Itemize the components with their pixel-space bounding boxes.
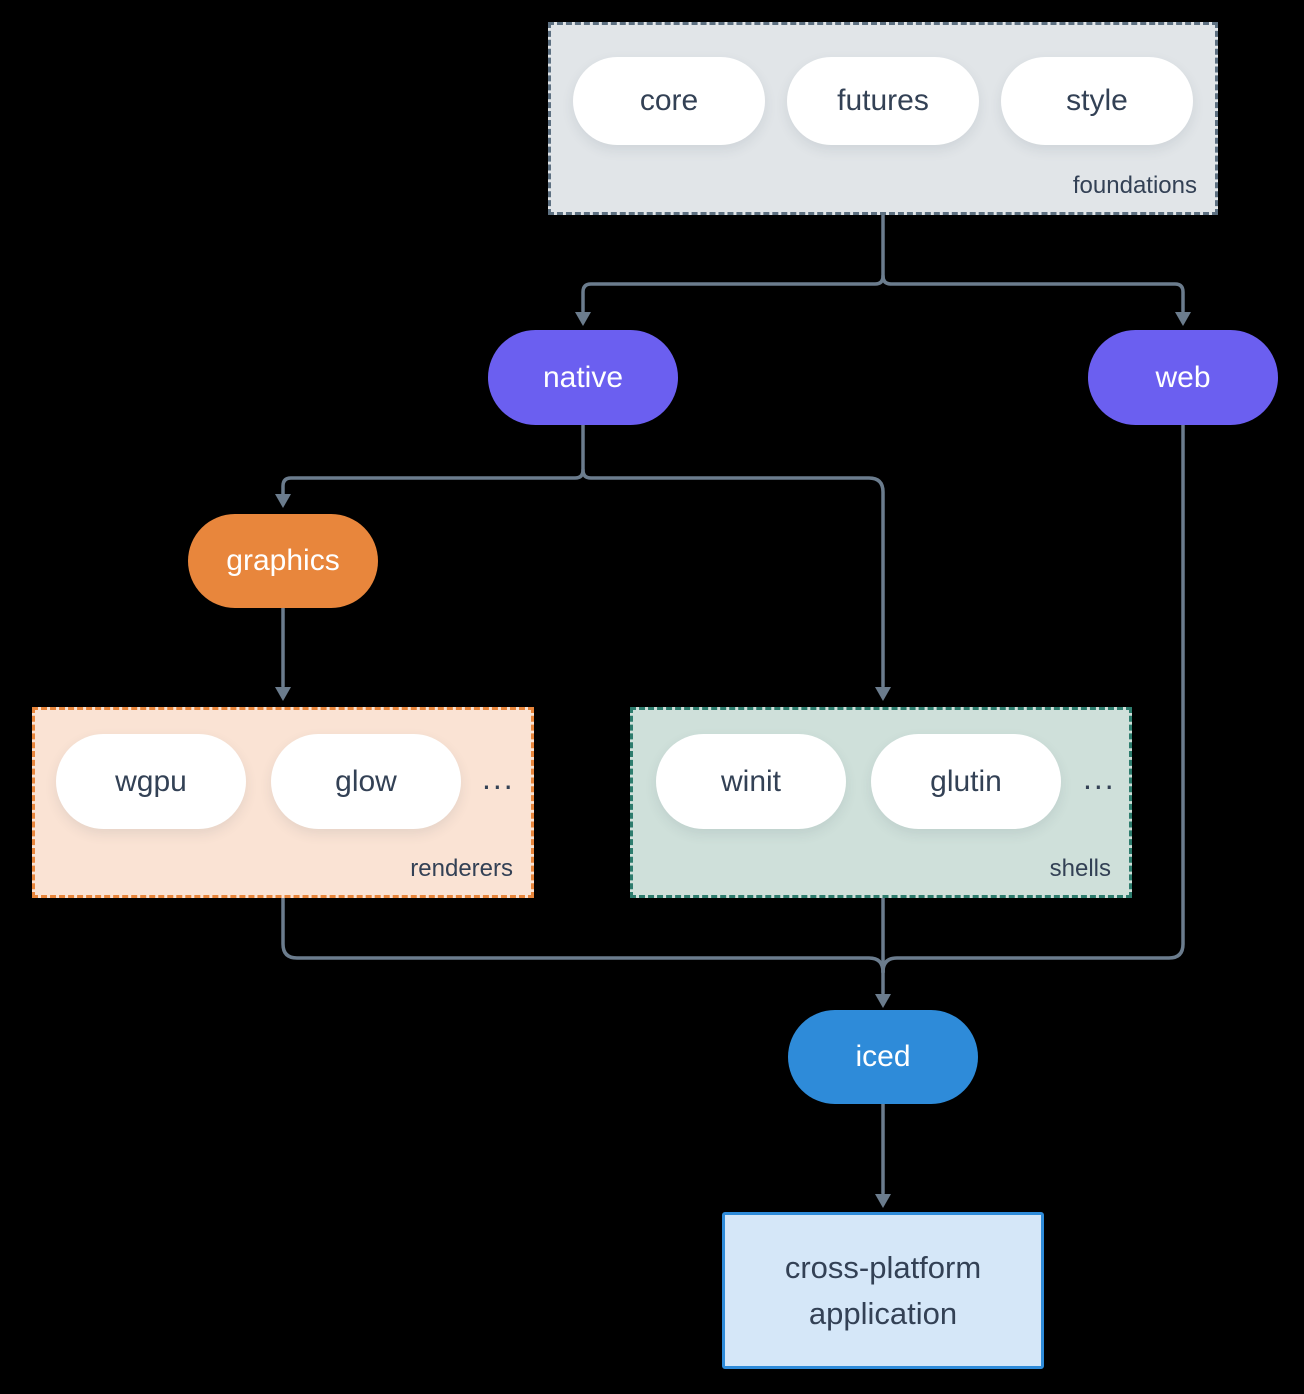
node-web: web	[1088, 330, 1278, 425]
renderers-group-label: renderers	[410, 855, 513, 882]
arrowhead-renderers	[275, 687, 291, 701]
arrowhead-native	[575, 312, 591, 326]
node-winit: winit	[656, 734, 846, 829]
edge-foundations-web	[881, 274, 1185, 313]
node-core: core	[573, 57, 765, 145]
edge-foundations-native	[581, 213, 885, 313]
renderers-group-box: wgpu glow ... renderers	[32, 707, 534, 898]
application-label-line2: application	[808, 1295, 958, 1331]
renderers-ellipsis: ...	[482, 760, 515, 796]
node-web-label: web	[1155, 360, 1211, 394]
node-futures: futures	[787, 57, 979, 145]
node-glutin: glutin	[871, 734, 1061, 829]
node-core-label: core	[639, 84, 699, 117]
node-graphics-label: graphics	[226, 544, 340, 577]
node-wgpu-label: wgpu	[115, 764, 187, 798]
shells-group-label: shells	[1049, 855, 1111, 882]
node-style-label: style	[1066, 84, 1128, 117]
arrowhead-web	[1175, 312, 1191, 326]
shells-group-box: winit glutin ... shells	[630, 707, 1132, 898]
arrowhead-application	[875, 1194, 891, 1208]
node-glutin-label: glutin	[930, 764, 1002, 798]
shells-ellipsis: ...	[1083, 760, 1116, 796]
node-iced-label: iced	[855, 1040, 911, 1073]
node-futures-label: futures	[837, 84, 929, 117]
arrowhead-iced	[875, 994, 891, 1008]
node-native-label: native	[542, 360, 624, 394]
foundations-group-box: core futures style foundations	[548, 22, 1218, 215]
arrowheads	[275, 312, 1191, 1208]
edge-renderers-iced	[281, 896, 885, 974]
foundations-group-label: foundations	[1072, 172, 1197, 199]
node-application: cross-platform application	[722, 1212, 1044, 1369]
arrowhead-shells	[875, 687, 891, 701]
node-graphics: graphics	[188, 514, 378, 608]
node-glow-label: glow	[335, 764, 397, 798]
node-style: style	[1001, 57, 1193, 145]
node-native: native	[488, 330, 678, 425]
application-label-line1: cross-platform	[784, 1249, 982, 1285]
node-iced: iced	[788, 1010, 978, 1104]
arrowhead-graphics	[275, 494, 291, 508]
node-glow: glow	[271, 734, 461, 829]
edge-native-graphics	[281, 423, 585, 496]
edge-native-shells	[581, 468, 885, 688]
node-winit-label: winit	[720, 764, 781, 798]
node-wgpu: wgpu	[56, 734, 246, 829]
